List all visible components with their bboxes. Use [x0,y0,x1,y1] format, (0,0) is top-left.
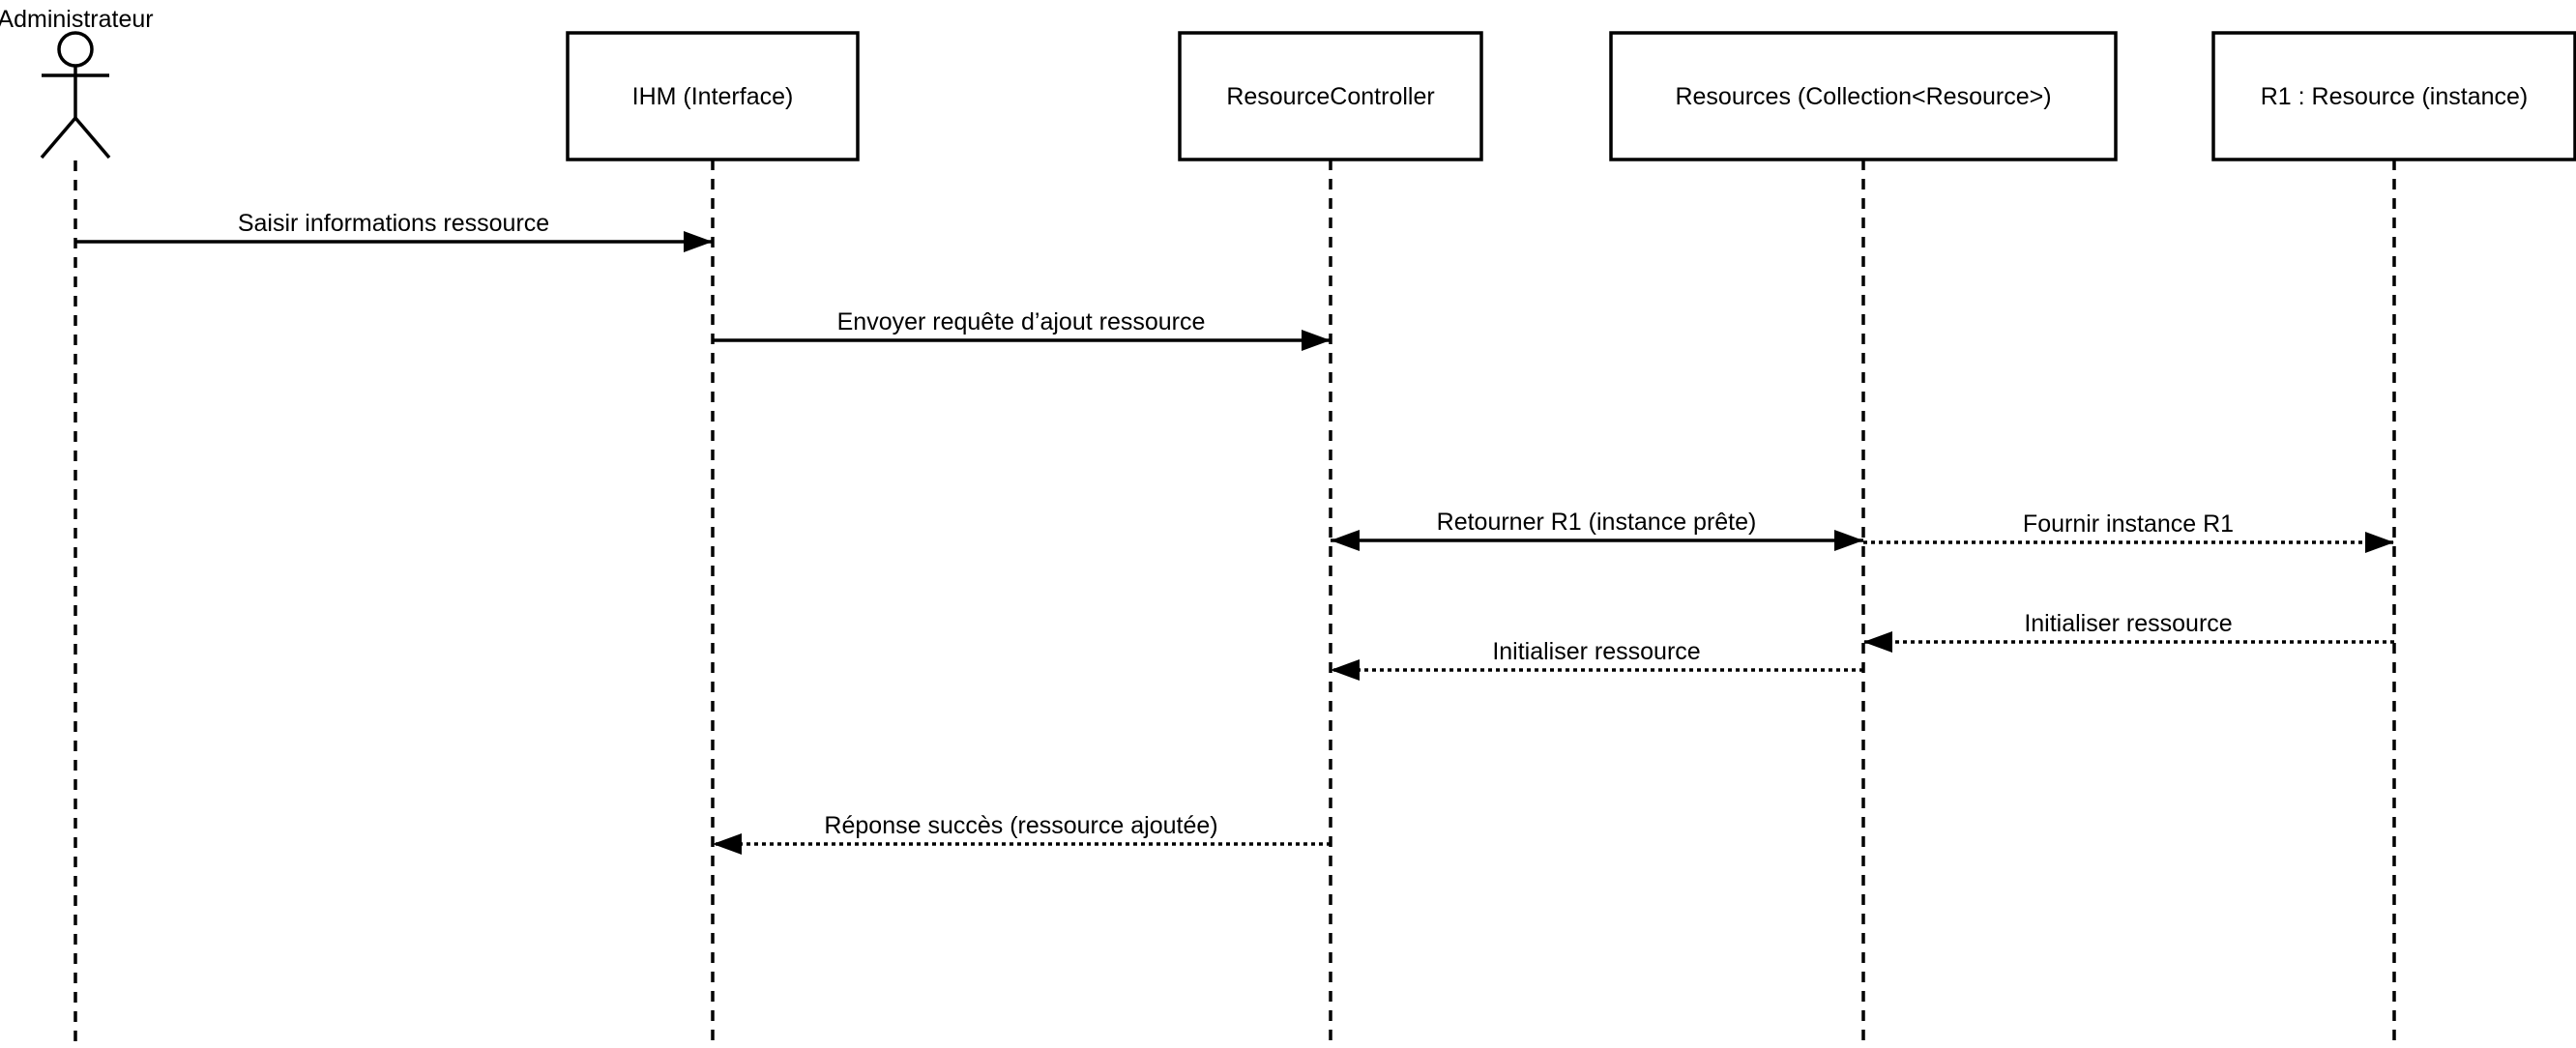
message-label: Fournir instance R1 [2023,510,2234,538]
participant-resource-controller: ResourceController [1178,31,1483,1048]
message-label: Initialiser ressource [2024,610,2232,637]
participant-resources: Resources (Collection<Resource>) [1609,31,2118,1048]
participant-administrateur: Administrateur [0,6,154,1048]
participant-ihm: IHM (Interface) [566,31,860,1048]
message-label: Envoyer requête d’ajout ressource [837,308,1206,335]
participant-label: Resources (Collection<Resource>) [1675,83,2051,110]
message-initialiser-ressource-r1: Initialiser ressource [1863,610,2394,653]
actor-right-leg [73,116,111,160]
message-label: Initialiser ressource [1492,638,1700,665]
participant-box [566,31,860,161]
participant-r1: R1 : Resource (instance) [2211,31,2576,1048]
participant-label: IHM (Interface) [632,83,794,110]
message-initialiser-ressource-controller: Initialiser ressource [1331,638,1863,681]
participant-box [2211,31,2576,161]
message-fournir-instance-r1: Fournir instance R1 [1863,510,2394,553]
participant-label: R1 : Resource (instance) [2261,83,2529,110]
actor-left-leg [40,116,77,160]
message-label: Réponse succès (ressource ajoutée) [824,812,1217,839]
actor-head [57,31,94,68]
message-envoyer-requete-ajout: Envoyer requête d’ajout ressource [713,308,1331,351]
message-label: Retourner R1 (instance prête) [1437,509,1757,536]
participant-label: ResourceController [1226,83,1434,110]
message-retourner-r1: Retourner R1 (instance prête) [1331,509,1863,551]
participant-box [1609,31,2118,161]
actor-label: Administrateur [0,6,154,33]
message-saisir-informations-ressource: Saisir informations ressource [75,210,713,252]
message-label: Saisir informations ressource [238,210,549,237]
participant-box [1178,31,1483,161]
actor-stick-figure-icon [40,31,111,160]
message-reponse-succes: Réponse succès (ressource ajoutée) [713,812,1331,855]
